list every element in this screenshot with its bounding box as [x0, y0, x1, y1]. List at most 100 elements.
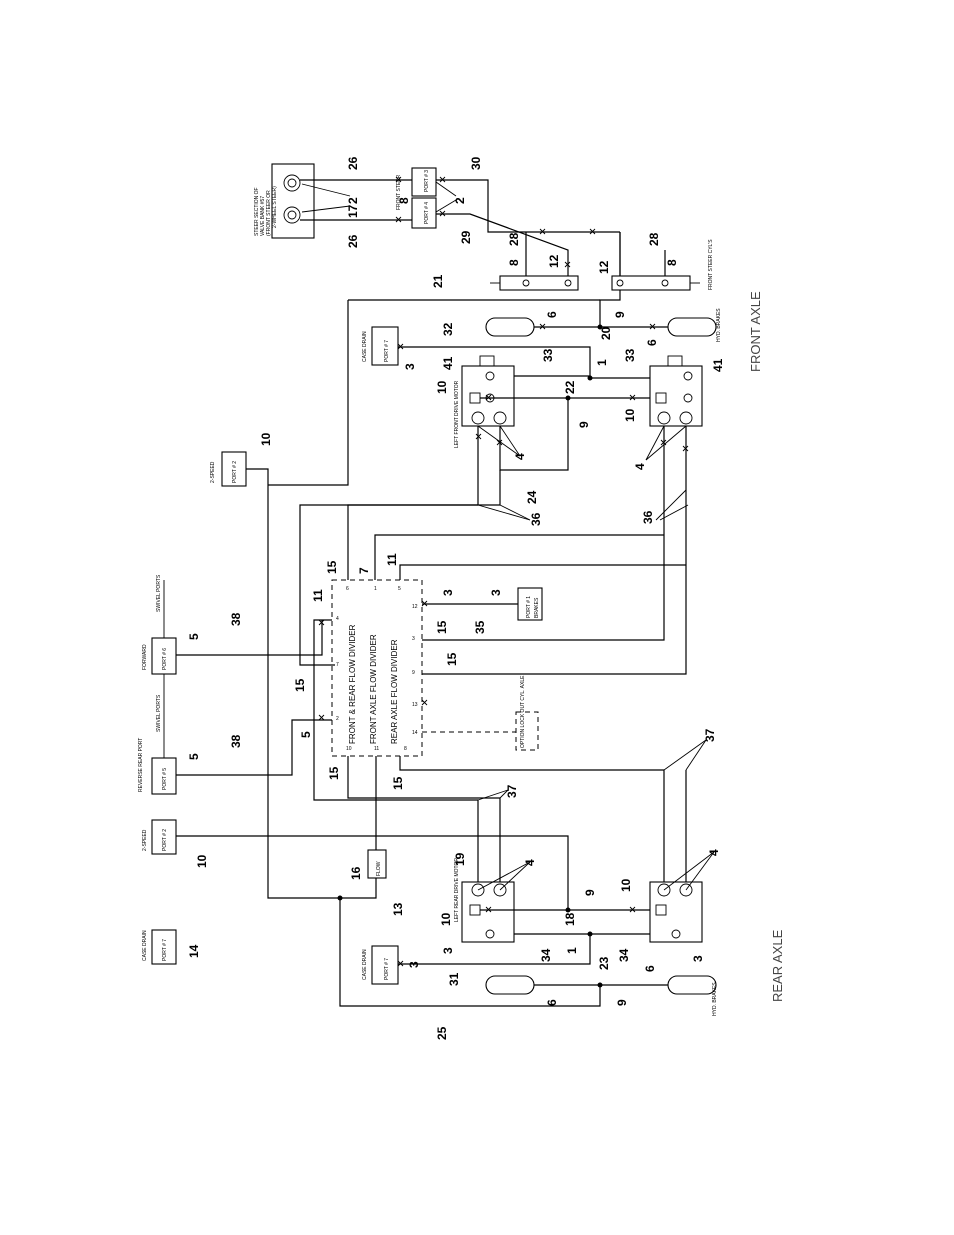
- svg-text:1: 1: [595, 359, 609, 366]
- svg-text:38: 38: [229, 734, 243, 748]
- svg-text:OPTION LOCK OUT CYL. AXLE: OPTION LOCK OUT CYL. AXLE: [520, 675, 526, 748]
- svg-text:4: 4: [633, 463, 647, 470]
- brake-canister: [667, 317, 717, 337]
- cross-marks: [318, 176, 689, 967]
- svg-text:29: 29: [459, 230, 473, 244]
- two-speed-rear-port: PORT # 2 2-SPEED: [142, 819, 177, 855]
- svg-text:11: 11: [385, 553, 399, 566]
- svg-text:34: 34: [617, 948, 631, 962]
- svg-text:41: 41: [711, 358, 725, 372]
- two-speed-front-port: PORT # 2 2-SPEED: [210, 451, 247, 487]
- flow-restrictor: FLOW: [367, 849, 387, 879]
- svg-text:LEFT FRONT DRIVE MOTOR: LEFT FRONT DRIVE MOTOR: [454, 380, 460, 448]
- svg-text:35: 35: [473, 620, 487, 634]
- front-steer-ports: PORT # 3 PORT # 4 FRONT STEER: [396, 167, 437, 229]
- svg-text:33: 33: [623, 348, 637, 362]
- svg-text:30: 30: [469, 156, 483, 170]
- steer-cylinder-right: FRONT STEER CYL'S: [611, 239, 714, 291]
- svg-text:15: 15: [445, 652, 459, 666]
- svg-text:3: 3: [412, 636, 415, 642]
- svg-text:13: 13: [412, 702, 418, 708]
- svg-text:8: 8: [507, 259, 521, 266]
- svg-text:CASE DRAIN: CASE DRAIN: [362, 331, 368, 362]
- svg-text:11: 11: [374, 746, 379, 752]
- svg-text:8: 8: [404, 746, 407, 752]
- brake-canister: [485, 975, 535, 995]
- svg-text:FORWARD: FORWARD: [142, 644, 148, 670]
- svg-text:1: 1: [374, 586, 377, 592]
- svg-text:9: 9: [615, 999, 629, 1006]
- svg-text:5: 5: [398, 586, 401, 592]
- svg-text:REAR AXLE FLOW DIVIDER: REAR AXLE FLOW DIVIDER: [390, 639, 399, 744]
- svg-text:BRAKES: BRAKES: [534, 597, 540, 618]
- svg-text:15: 15: [293, 678, 307, 692]
- svg-text:24: 24: [525, 490, 539, 504]
- svg-text:FRONT STEER: FRONT STEER: [396, 174, 402, 210]
- svg-text:6: 6: [346, 586, 349, 592]
- svg-text:28: 28: [647, 232, 661, 246]
- svg-text:HYD. BRAKES: HYD. BRAKES: [712, 982, 718, 1016]
- svg-text:3: 3: [489, 589, 503, 596]
- svg-text:13: 13: [391, 902, 405, 916]
- svg-text:PORT # 4: PORT # 4: [424, 202, 430, 224]
- svg-text:7: 7: [336, 662, 339, 668]
- svg-text:16: 16: [349, 866, 363, 880]
- svg-text:PORT # 5: PORT # 5: [162, 768, 168, 790]
- flow-divider: FRONT & REAR FLOW DIVIDER FRONT AXLE FLO…: [331, 579, 423, 757]
- svg-text:36: 36: [641, 510, 655, 524]
- svg-text:33: 33: [541, 348, 555, 362]
- svg-text:8: 8: [665, 259, 679, 266]
- svg-text:7: 7: [357, 567, 371, 574]
- svg-text:PORT # 1: PORT # 1: [526, 596, 532, 618]
- svg-text:6: 6: [545, 311, 559, 318]
- svg-text:2-SPEED: 2-SPEED: [142, 829, 148, 851]
- svg-text:REVERSE REAR PORT: REVERSE REAR PORT: [138, 738, 144, 792]
- svg-text:2-WHEEL STEER): 2-WHEEL STEER): [272, 186, 278, 228]
- svg-text:34: 34: [539, 948, 553, 962]
- svg-text:PORT # 2: PORT # 2: [232, 461, 238, 483]
- svg-text:12: 12: [597, 260, 611, 274]
- right-front-drive-motor: [649, 355, 703, 427]
- right-rear-drive-motor: [649, 881, 703, 943]
- svg-text:26: 26: [346, 234, 360, 248]
- svg-text:12: 12: [547, 254, 561, 268]
- svg-text:9: 9: [412, 670, 415, 676]
- svg-text:15: 15: [391, 776, 405, 790]
- svg-text:3: 3: [441, 947, 455, 954]
- svg-text:41: 41: [441, 356, 455, 370]
- svg-text:11: 11: [311, 589, 325, 602]
- svg-text:22: 22: [563, 380, 577, 394]
- svg-text:FRONT AXLE FLOW DIVIDER: FRONT AXLE FLOW DIVIDER: [369, 634, 378, 744]
- svg-text:VALVE BANK #57: VALVE BANK #57: [260, 196, 266, 236]
- svg-text:19: 19: [453, 852, 467, 866]
- svg-text:STEER SECTION OF: STEER SECTION OF: [254, 187, 260, 236]
- svg-text:2: 2: [346, 197, 360, 204]
- case-drain-rear-port: PORT # 7 CASE DRAIN: [142, 929, 177, 965]
- svg-text:3: 3: [407, 961, 421, 968]
- svg-text:20: 20: [599, 326, 613, 340]
- svg-text:8: 8: [397, 197, 411, 204]
- svg-text:PORT # 7: PORT # 7: [384, 958, 390, 980]
- svg-text:4: 4: [336, 616, 339, 622]
- svg-text:PORT # 7: PORT # 7: [162, 939, 168, 961]
- lock-out-option: OPTION LOCK OUT CYL. AXLE: [515, 675, 539, 751]
- svg-text:3: 3: [441, 589, 455, 596]
- svg-text:(FRONT STEER OR: (FRONT STEER OR: [266, 190, 272, 236]
- svg-text:FLOW: FLOW: [376, 861, 382, 876]
- svg-text:3: 3: [691, 955, 705, 962]
- svg-text:9: 9: [577, 421, 591, 428]
- forward-port: PORT # 6 FORWARD SWIVEL PORTS: [142, 574, 177, 675]
- svg-text:10: 10: [435, 380, 449, 394]
- svg-text:1: 1: [565, 947, 579, 954]
- svg-text:15: 15: [435, 620, 449, 634]
- case-drain-rear: PORT # 7 CASE DRAIN: [362, 945, 399, 985]
- brake-canister: [485, 317, 535, 337]
- brakes-port: PORT # 1 BRAKES: [517, 587, 543, 621]
- svg-text:18: 18: [563, 912, 577, 926]
- svg-text:9: 9: [613, 311, 627, 318]
- svg-text:26: 26: [346, 156, 360, 170]
- callouts: 26 26 2 17 8 2 30 29 28 28 8 12 12 8 21 …: [187, 156, 725, 1040]
- svg-text:15: 15: [327, 766, 341, 780]
- svg-text:28: 28: [507, 232, 521, 246]
- svg-text:32: 32: [441, 322, 455, 336]
